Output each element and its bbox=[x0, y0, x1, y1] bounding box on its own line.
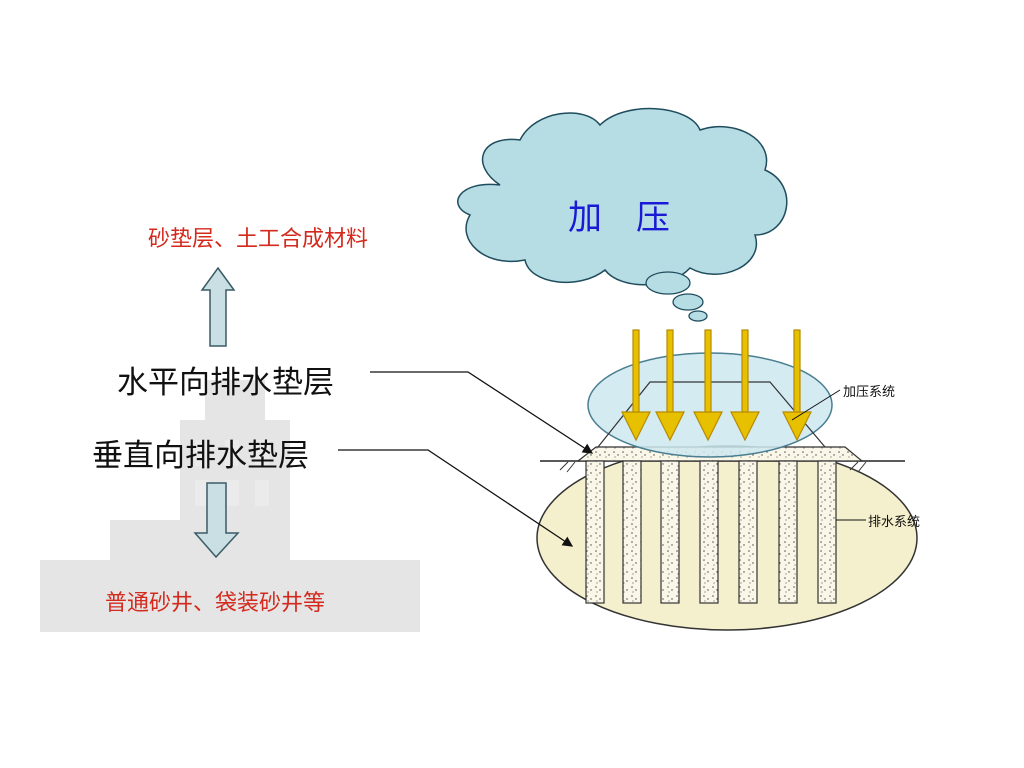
cloud-bubble-3 bbox=[688, 310, 708, 322]
top-materials-label: 砂垫层、土工合成材料 bbox=[148, 227, 369, 252]
up-arrow bbox=[200, 266, 236, 347]
cloud-bubble-2 bbox=[672, 293, 704, 311]
down-arrow bbox=[193, 482, 240, 559]
loading-system-label: 加压系统 bbox=[843, 385, 896, 400]
cloud-shape bbox=[457, 107, 788, 286]
sand-drains bbox=[585, 460, 837, 604]
ground-hatching bbox=[559, 461, 867, 473]
bottom-materials-label: 普通砂井、袋装砂井等 bbox=[105, 591, 326, 616]
drainage-system-label: 排水系统 bbox=[868, 515, 921, 530]
leader-horizontal-layer bbox=[370, 371, 594, 454]
load-arrows bbox=[621, 329, 812, 442]
leader-vertical-layer bbox=[338, 449, 574, 547]
cloud-pressure-label: 加 压 bbox=[568, 198, 670, 238]
cloud-bubble-1 bbox=[645, 271, 691, 295]
leader-loading-system bbox=[791, 389, 841, 421]
horizontal-drainage-layer-label: 水平向排水垫层 bbox=[117, 365, 334, 401]
vertical-drainage-layer-label: 垂直向排水垫层 bbox=[92, 438, 309, 474]
